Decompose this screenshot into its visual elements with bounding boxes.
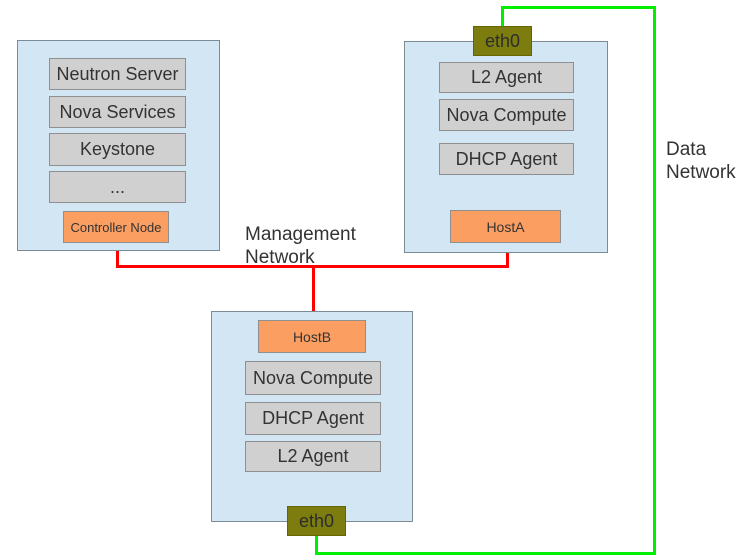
hosta-service-l2-agent: L2 Agent	[439, 62, 574, 93]
management-network-line-controller-drop	[116, 251, 119, 268]
hosta-eth0-port: eth0	[473, 26, 532, 56]
hosta-service-dhcp-agent: DHCP Agent	[439, 143, 574, 175]
service-keystone: Keystone	[49, 133, 186, 166]
data-network-line-hosta-riser	[501, 6, 504, 27]
hostb-service-dhcp-agent: DHCP Agent	[245, 402, 381, 435]
hostb-service-l2-agent: L2 Agent	[245, 441, 381, 472]
data-network-label: Data Network	[666, 139, 736, 183]
hostb-service-nova-compute: Nova Compute	[245, 361, 381, 395]
hosta-service-nova-compute: Nova Compute	[439, 99, 574, 131]
data-network-line-bottom	[315, 552, 656, 555]
data-network-line-top	[501, 6, 656, 9]
management-network-line-hosta-drop	[506, 253, 509, 268]
hostb-label: HostB	[258, 320, 366, 353]
management-network-line-hostb-drop	[312, 265, 315, 311]
service-nova-services: Nova Services	[49, 96, 186, 128]
service-ellipsis: ...	[49, 171, 186, 203]
management-network-label: Management Network	[245, 224, 356, 268]
hosta-label: HostA	[450, 210, 561, 243]
hostb-eth0-port: eth0	[287, 506, 346, 536]
data-network-line-hostb-drop	[315, 536, 318, 554]
controller-node-label: Controller Node	[63, 211, 169, 243]
service-neutron-server: Neutron Server	[49, 58, 186, 90]
data-network-line-right	[653, 6, 656, 555]
